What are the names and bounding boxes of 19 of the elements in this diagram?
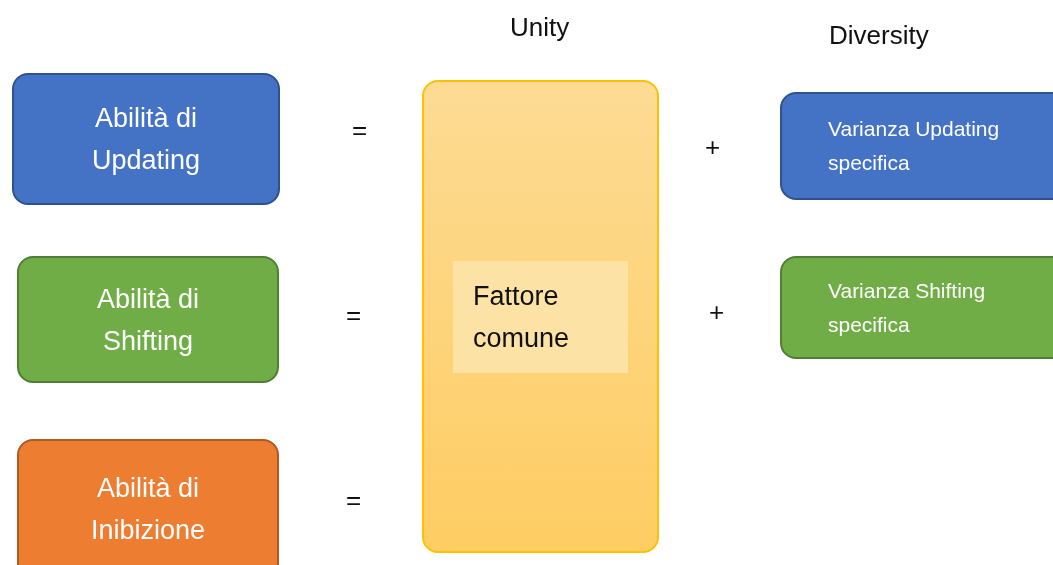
- variance-box: [780, 92, 1053, 200]
- ability-box: [17, 439, 279, 565]
- box-label: Fattore comune: [453, 260, 628, 373]
- plus-sign: +: [705, 132, 721, 163]
- equals-sign: =: [346, 485, 362, 516]
- plus-sign: +: [709, 297, 725, 328]
- box-label: Abilità di Shifting: [95, 282, 201, 358]
- box-label: Abilità di Inibizione: [89, 472, 207, 547]
- box-label: Varianza Shifting specifica: [828, 277, 987, 338]
- ability-box: [12, 73, 280, 205]
- equals-sign: =: [346, 300, 362, 331]
- box-label: Varianza Updating specifica: [828, 116, 1001, 176]
- variance-box: [780, 256, 1053, 359]
- ability-box: [17, 256, 279, 383]
- factor-box: [422, 80, 659, 553]
- column-heading: Unity: [510, 12, 570, 43]
- box-label: Abilità di Updating: [90, 102, 202, 177]
- equals-sign: =: [352, 115, 368, 146]
- column-heading: Diversity: [829, 20, 929, 51]
